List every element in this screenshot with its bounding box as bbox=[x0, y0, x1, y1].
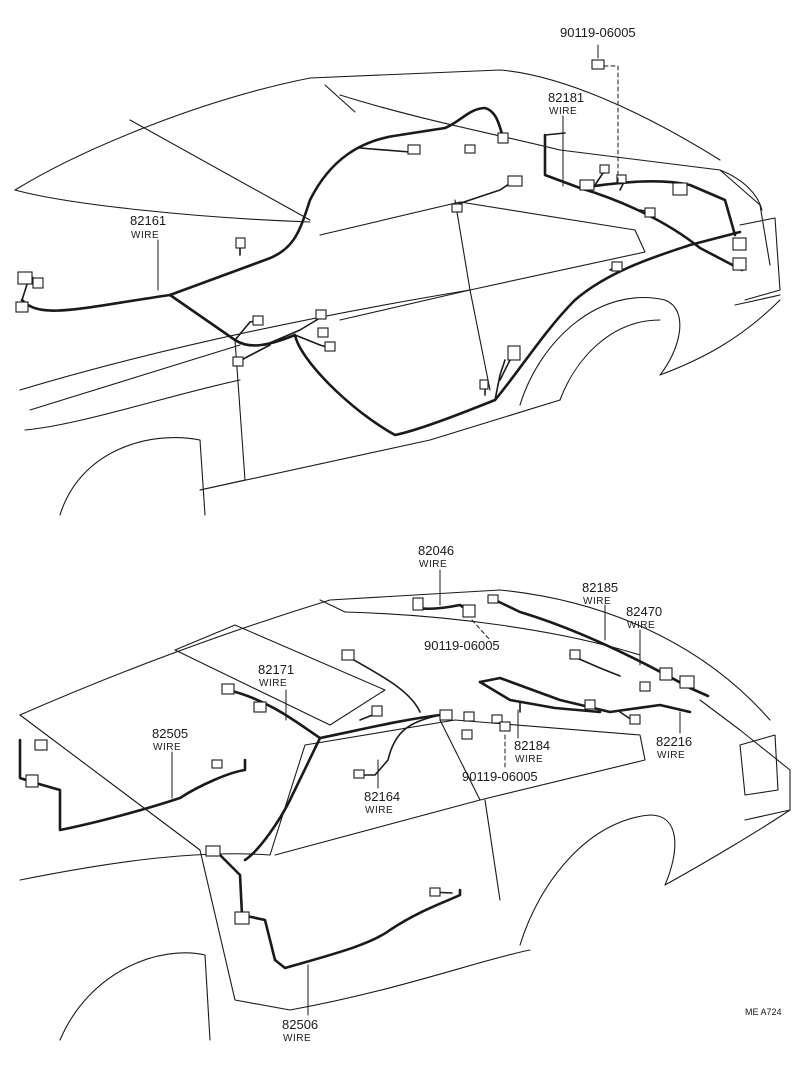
connector bbox=[463, 711, 475, 722]
connector bbox=[235, 237, 246, 249]
connector bbox=[317, 327, 329, 338]
connector bbox=[487, 594, 499, 604]
connector bbox=[407, 144, 421, 155]
callout-label: WIRE bbox=[657, 750, 685, 761]
connector bbox=[439, 709, 453, 721]
upper-labels: 90119-06005 82181 WIRE 82161 WIRE bbox=[130, 25, 636, 241]
upper-harnesses bbox=[20, 106, 744, 437]
callout-label: WIRE bbox=[153, 742, 181, 753]
connector bbox=[507, 345, 521, 361]
connector bbox=[679, 675, 695, 689]
bolt bbox=[591, 59, 605, 70]
connector bbox=[491, 714, 503, 724]
callout-label: WIRE bbox=[627, 620, 655, 631]
connector bbox=[34, 739, 48, 751]
connector bbox=[353, 769, 365, 779]
connector bbox=[324, 341, 336, 352]
connector bbox=[211, 759, 223, 769]
connector bbox=[464, 144, 476, 154]
connector bbox=[732, 257, 747, 271]
callout-number: 82185 bbox=[582, 580, 618, 595]
callout-label: WIRE bbox=[283, 1033, 311, 1044]
callout-label: WIRE bbox=[583, 596, 611, 607]
callout-number: 82164 bbox=[364, 789, 400, 804]
connector bbox=[659, 667, 673, 681]
connector bbox=[205, 845, 221, 857]
connector bbox=[639, 681, 651, 692]
lower-harnesses bbox=[18, 598, 710, 970]
upper-leaders bbox=[157, 44, 619, 291]
callout-label: WIRE bbox=[131, 230, 159, 241]
lower-labels: 82046 WIRE 82185 WIRE 82470 WIRE 90119-0… bbox=[152, 543, 782, 1044]
connector bbox=[584, 699, 596, 710]
connector bbox=[672, 182, 688, 196]
callout-number: 82161 bbox=[130, 213, 166, 228]
connector bbox=[32, 277, 44, 289]
connector bbox=[253, 701, 267, 713]
connector bbox=[25, 774, 39, 788]
callout-label: WIRE bbox=[259, 678, 287, 689]
callout-number: 82171 bbox=[258, 662, 294, 677]
connector bbox=[732, 237, 747, 251]
connector bbox=[479, 379, 489, 390]
callout-number: 90119-06005 bbox=[424, 638, 500, 653]
lower-car-body bbox=[19, 589, 791, 1041]
callout-label: WIRE bbox=[365, 805, 393, 816]
callout-number: 82216 bbox=[656, 734, 692, 749]
callout-number: 82506 bbox=[282, 1017, 318, 1032]
connector bbox=[15, 301, 29, 313]
connector bbox=[341, 649, 355, 661]
bolt bbox=[499, 721, 511, 732]
callout-label: WIRE bbox=[549, 106, 577, 117]
figure-code: ME A724 bbox=[745, 1007, 782, 1017]
connector bbox=[232, 356, 244, 367]
connector bbox=[412, 597, 424, 611]
callout-number: 90119-06005 bbox=[462, 769, 538, 784]
callout-label: WIRE bbox=[515, 754, 543, 765]
connector bbox=[234, 911, 250, 925]
callout-label: WIRE bbox=[419, 559, 447, 570]
callout-number: 82470 bbox=[626, 604, 662, 619]
connector bbox=[462, 604, 476, 618]
connector bbox=[616, 174, 627, 184]
callout-number: 82046 bbox=[418, 543, 454, 558]
connector bbox=[507, 175, 523, 187]
upper-connectors bbox=[15, 59, 747, 390]
connector bbox=[315, 309, 327, 320]
connector bbox=[221, 683, 235, 695]
connector bbox=[611, 261, 623, 272]
upper-car-body bbox=[14, 69, 781, 516]
connector bbox=[461, 729, 473, 740]
callout-number: 82184 bbox=[514, 738, 550, 753]
connector bbox=[429, 887, 441, 897]
connector bbox=[17, 271, 33, 285]
connector bbox=[497, 132, 509, 144]
callout-number: 82181 bbox=[548, 90, 584, 105]
connector bbox=[629, 714, 641, 725]
callout-number: 90119-06005 bbox=[560, 25, 636, 40]
connector bbox=[579, 179, 595, 191]
callout-number: 82505 bbox=[152, 726, 188, 741]
lower-leaders bbox=[171, 569, 681, 1016]
connector bbox=[599, 164, 610, 174]
lower-connectors bbox=[25, 594, 695, 925]
connector bbox=[644, 207, 656, 218]
connector bbox=[252, 315, 264, 326]
connector bbox=[371, 705, 383, 717]
connector bbox=[569, 649, 581, 660]
connector bbox=[451, 203, 463, 213]
